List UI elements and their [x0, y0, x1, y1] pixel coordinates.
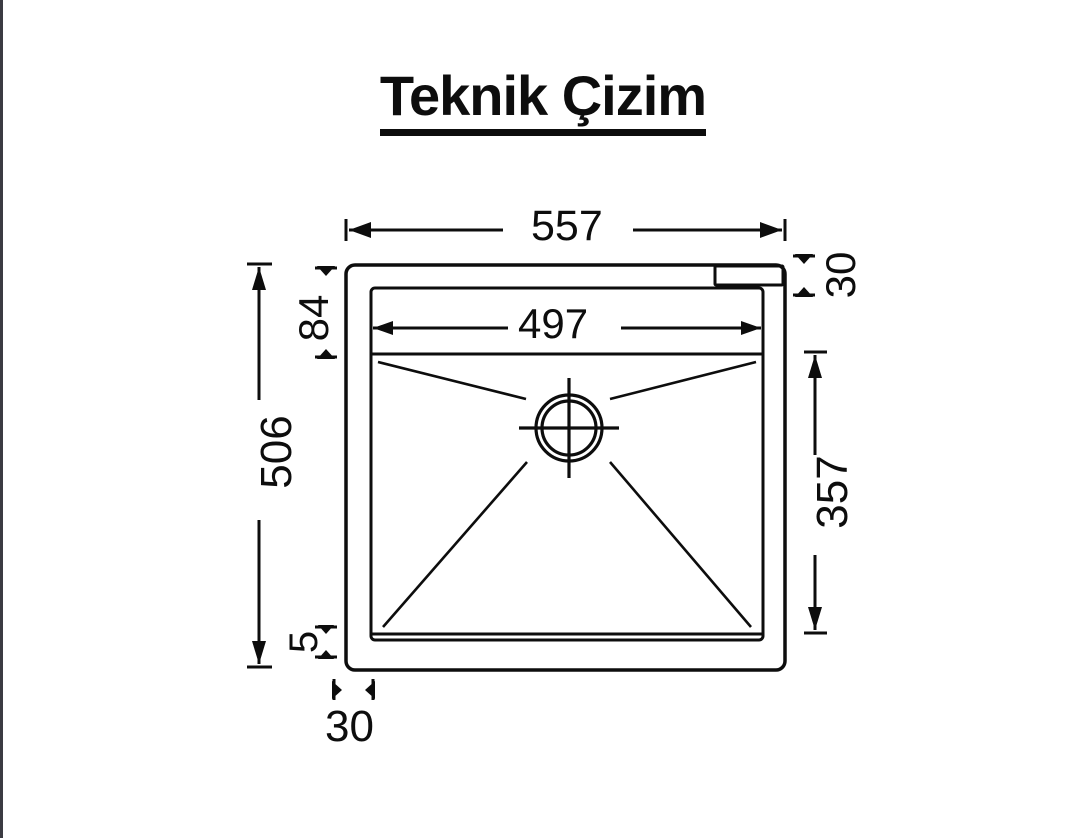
dim-label-84: 84	[290, 294, 337, 342]
dimension-506	[247, 262, 272, 669]
dim-30-bottom-arrow-right	[365, 681, 375, 699]
dim-557-arrow-left	[349, 222, 371, 238]
dim-557-arrow-right	[760, 222, 782, 238]
bowl-slope-bottom-right	[609, 461, 752, 628]
dim-357-arrow-bottom	[808, 607, 822, 630]
dim-497-arrow-left	[373, 321, 393, 335]
bowl-slope-top-left	[377, 360, 527, 401]
dimension-30-bottom	[332, 679, 375, 700]
page-title: Teknik Çizim	[3, 63, 1080, 136]
sink-inner-rim	[369, 286, 765, 642]
dim-84-arrow-top	[317, 266, 335, 276]
dimension-5	[315, 625, 337, 659]
bowl-slope-bottom-left	[382, 461, 528, 628]
dimension-84	[315, 266, 337, 359]
dim-5-arrow-top	[318, 625, 334, 634]
dim-84-arrow-bottom	[317, 349, 335, 359]
overflow-slot	[713, 264, 785, 287]
dim-5-arrow-bottom	[318, 650, 334, 659]
dim-30-bottom-arrow-left	[332, 681, 342, 699]
dim-label-497: 497	[518, 300, 589, 347]
dim-506-arrow-top	[252, 267, 266, 290]
dim-label-5: 5	[282, 630, 326, 654]
dim-label-557: 557	[531, 202, 603, 250]
dim-label-506: 506	[252, 415, 301, 489]
dim-label-30-bottom: 30	[325, 702, 374, 751]
bowl-slope-top-right	[609, 360, 757, 401]
technical-drawing-svg	[247, 219, 827, 700]
dim-30-right-arrow-bottom	[795, 287, 813, 297]
dimension-30-right	[793, 254, 815, 297]
dim-label-30-right: 30	[817, 251, 864, 299]
dim-30-right-arrow-top	[795, 254, 813, 264]
dim-357-arrow-top	[808, 355, 822, 378]
dim-506-arrow-bottom	[252, 641, 266, 664]
sink-outer-outline	[344, 263, 787, 672]
dimension-557	[344, 219, 787, 241]
dimension-357	[804, 350, 827, 635]
dim-label-357: 357	[808, 455, 857, 529]
dim-497-arrow-right	[741, 321, 761, 335]
dimension-497	[373, 321, 761, 335]
page-title-text: Teknik Çizim	[379, 64, 707, 136]
